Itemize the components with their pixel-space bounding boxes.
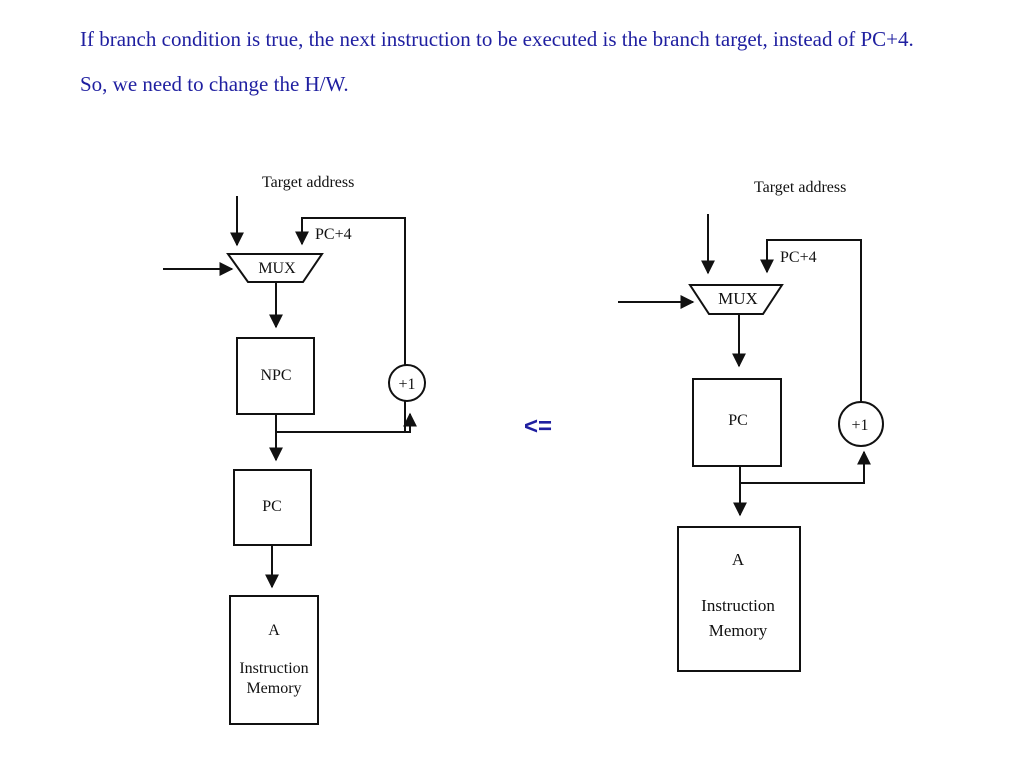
left-instruction-memory: [229, 595, 319, 725]
right-instruction-memory: [677, 526, 801, 672]
left-memory-a-label: A: [268, 622, 280, 639]
right-memory-a-label: A: [732, 550, 745, 569]
left-npc-box: [236, 337, 315, 415]
left-diagram: Target address PC+4 MUX NPC +1 PC A Inst…: [163, 174, 426, 725]
left-pc4-feedback-line: [295, 217, 406, 432]
left-memory-label-instruction: Instruction: [239, 660, 308, 677]
right-pc4-label: PC+4: [780, 249, 817, 266]
right-memory-label-memory: Memory: [709, 621, 768, 640]
right-plus-one-label: +1: [851, 417, 868, 434]
comparison-symbol: <=: [524, 413, 552, 440]
left-target-address-label: Target address: [262, 174, 354, 191]
right-plus-one-adder: [838, 401, 884, 447]
right-pc4-feedback-line: [760, 239, 862, 403]
right-pc-to-adder-line: [740, 450, 871, 484]
right-pc-box: [692, 378, 782, 467]
hardware-note: So, we need to change the H/W.: [80, 72, 349, 96]
left-mux: [226, 253, 324, 283]
left-mux-label: MUX: [258, 260, 296, 277]
right-mux: [688, 284, 784, 315]
left-memory-label-memory: Memory: [246, 680, 301, 697]
branch-explanation: If branch condition is true, the next in…: [80, 27, 914, 51]
slide-text: If branch condition is true, the next in…: [80, 24, 980, 114]
right-mux-label: MUX: [718, 289, 758, 308]
right-pc-label: PC: [728, 412, 748, 429]
left-plus-one-label: +1: [398, 376, 415, 393]
right-diagram: Target address PC+4 MUX PC +1 A Instruct…: [618, 179, 884, 672]
left-npc-label: NPC: [260, 367, 291, 384]
right-target-address-label: Target address: [754, 179, 846, 196]
right-memory-label-instruction: Instruction: [701, 596, 775, 615]
left-pc4-label: PC+4: [315, 226, 352, 243]
left-pc-label: PC: [262, 498, 282, 515]
left-plus-one-adder: [388, 364, 426, 402]
left-pc-to-adder-line: [276, 412, 417, 433]
